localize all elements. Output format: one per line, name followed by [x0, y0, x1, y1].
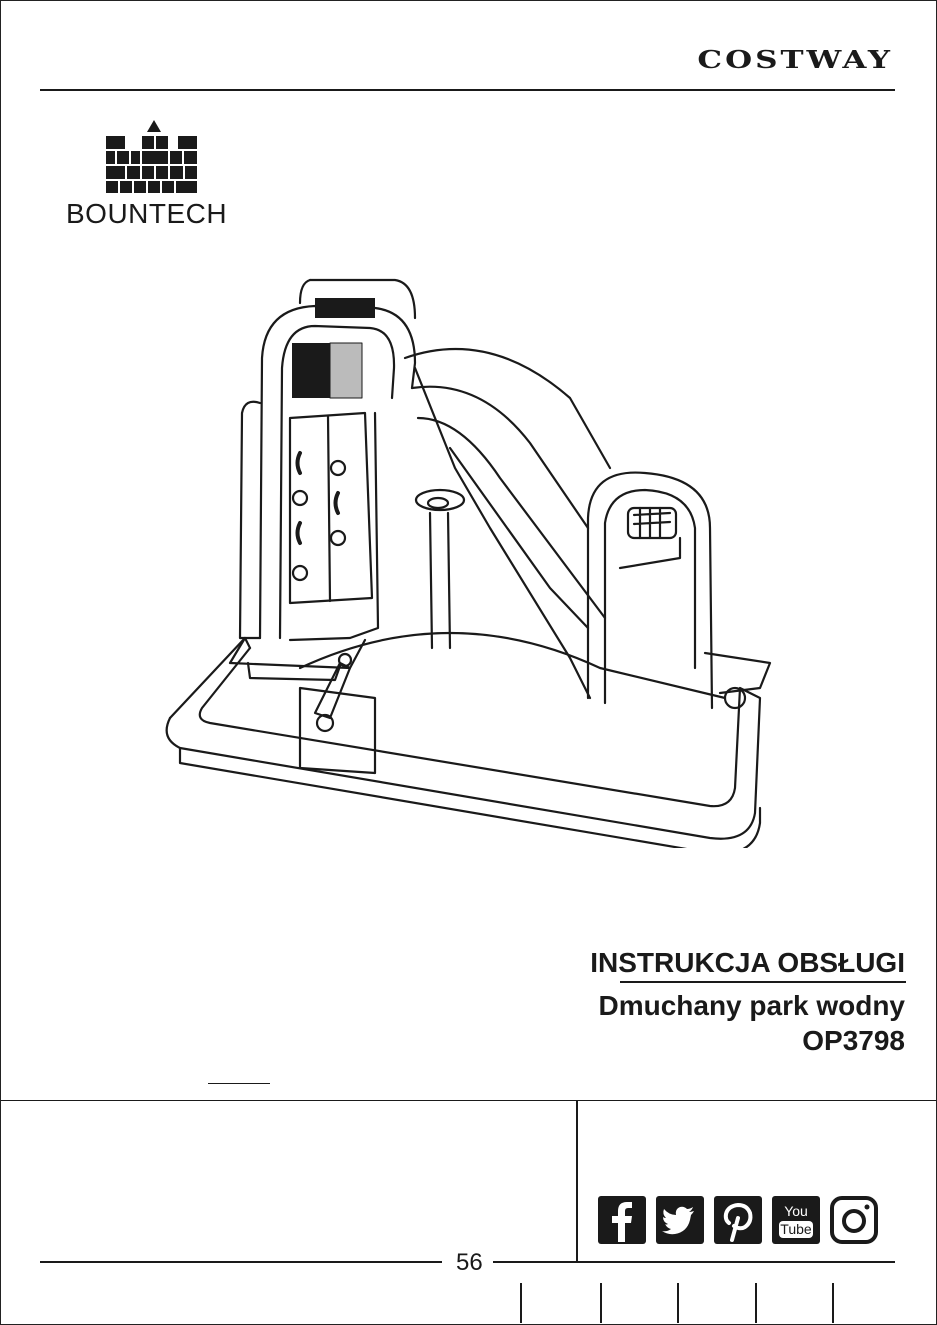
page-number: 56 — [456, 1249, 483, 1277]
tab-marker — [520, 1283, 522, 1323]
footer-rule — [1, 1100, 936, 1101]
tab-marker — [832, 1283, 834, 1323]
tab-marker — [677, 1283, 679, 1323]
product-name: Dmuchany park wodny — [598, 990, 905, 1022]
youtube-tube: Tube — [780, 1221, 812, 1237]
facebook-icon[interactable] — [598, 1196, 646, 1244]
youtube-icon[interactable]: You Tube — [772, 1196, 820, 1244]
header-rule — [40, 89, 895, 91]
tab-marker — [600, 1283, 602, 1323]
short-rule — [208, 1083, 270, 1084]
model-number: OP3798 — [802, 1025, 905, 1057]
page-number-rule-right — [493, 1261, 895, 1263]
manual-title: INSTRUKCJA OBSŁUGI — [590, 947, 905, 979]
title-underline — [620, 981, 906, 983]
footer-divider — [576, 1100, 578, 1262]
page-number-rule-left — [40, 1261, 442, 1263]
tab-marker — [755, 1283, 757, 1323]
youtube-you: You — [784, 1203, 808, 1219]
twitter-icon[interactable] — [656, 1196, 704, 1244]
social-links: You Tube — [598, 1196, 878, 1244]
inflatable-water-park-icon — [150, 268, 780, 848]
pinterest-icon[interactable] — [714, 1196, 762, 1244]
instagram-icon[interactable] — [830, 1196, 878, 1244]
bountech-logo-text: BOUNTECH — [66, 198, 227, 230]
brand-logo-costway: COSTWAY — [697, 46, 893, 74]
